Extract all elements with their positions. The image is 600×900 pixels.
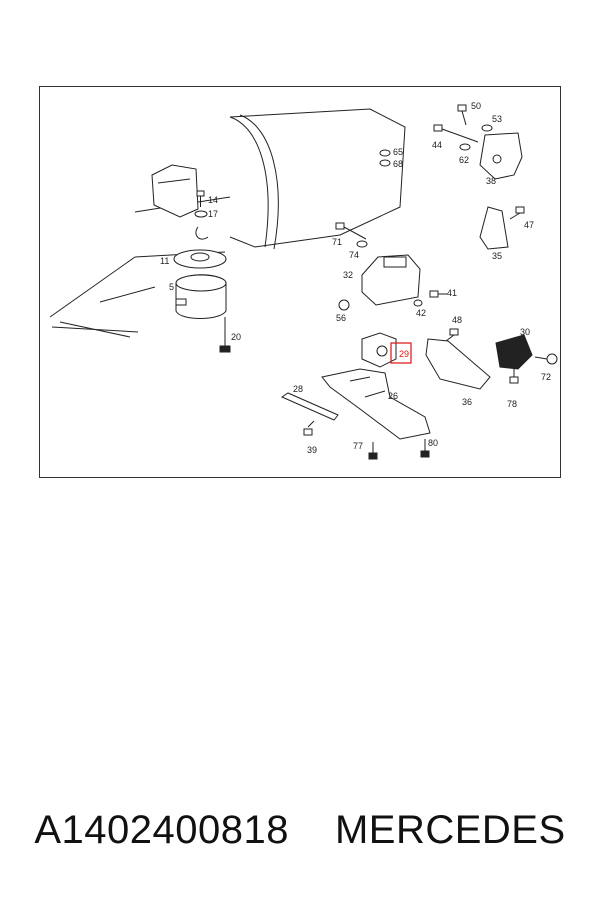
hook-clip [195, 226, 209, 240]
bolt-39 [303, 420, 315, 436]
nut-56 [338, 299, 350, 311]
bolt-47 [509, 206, 525, 220]
bolt-20 [219, 317, 231, 353]
crossmember-26 [321, 368, 431, 440]
callout-44: 44 [432, 140, 442, 150]
callout-38: 38 [486, 176, 496, 186]
washer-74 [356, 240, 368, 248]
callout-42: 42 [416, 308, 426, 318]
washer-62 [459, 143, 471, 151]
callout-65: 65 [393, 147, 403, 157]
callout-26: 26 [388, 391, 398, 401]
bolt-41 [429, 290, 448, 298]
callout-62: 62 [459, 155, 469, 165]
callout-77: 77 [353, 441, 363, 451]
callout-39: 39 [307, 445, 317, 455]
callout-32: 32 [343, 270, 353, 280]
exploded-view-drawing: 5 11 14 17 20 26 28 29 30 32 35 36 38 39… [49, 101, 558, 460]
support-rod-28 [280, 392, 339, 421]
bracket-38 [479, 132, 523, 180]
bolt-71 [335, 222, 367, 240]
bracket-36 [425, 338, 491, 390]
callout-11: 11 [160, 256, 169, 266]
mount-bracket-left [151, 164, 199, 218]
callout-30: 30 [520, 327, 530, 337]
bolt-80 [420, 439, 430, 458]
callout-72: 72 [541, 372, 551, 382]
callout-17: 17 [208, 209, 218, 219]
callout-47: 47 [524, 220, 534, 230]
bracket-35 [479, 206, 509, 250]
callout-14: 14 [208, 195, 218, 205]
callout-41: 41 [447, 288, 457, 298]
callout-35: 35 [492, 251, 502, 261]
callout-74: 74 [349, 250, 359, 260]
transmission-outline [49, 108, 406, 338]
part-number: A1402400818 [34, 807, 289, 852]
callout-80: 80 [428, 438, 438, 448]
callout-56: 56 [336, 313, 346, 323]
callout-5: 5 [169, 282, 174, 292]
mount-30 [495, 334, 533, 370]
washer-17 [194, 210, 208, 218]
mount-plate-11 [173, 249, 227, 269]
bolt-14 [196, 190, 205, 207]
product-caption: A1402400818 MERCEDES [0, 800, 600, 860]
brand-name: MERCEDES [334, 807, 566, 852]
bolt-50 [457, 104, 467, 126]
engine-mount-5 [175, 274, 227, 319]
highlight-box-29 [390, 342, 412, 364]
washer-53 [481, 124, 493, 132]
rubber-mount-29 [361, 332, 397, 368]
callout-28: 28 [293, 384, 303, 394]
callout-29: 29 [399, 349, 409, 359]
bolt-72 [534, 353, 558, 365]
washer-65 [379, 149, 391, 157]
callout-71: 71 [332, 237, 342, 247]
callout-68: 68 [393, 159, 403, 169]
mount-32 [361, 254, 421, 306]
callout-50: 50 [471, 101, 481, 111]
callout-20: 20 [231, 332, 241, 342]
washer-42 [413, 299, 423, 307]
callout-48: 48 [452, 315, 462, 325]
washer-68 [379, 159, 391, 167]
bolt-44 [433, 124, 479, 143]
bolt-77 [368, 442, 378, 460]
parts-diagram: 5 11 14 17 20 26 28 29 30 32 35 36 38 39… [39, 86, 561, 478]
bolt-78 [509, 369, 519, 384]
callout-53: 53 [492, 114, 502, 124]
callout-36: 36 [462, 397, 472, 407]
bolt-48 [445, 328, 459, 342]
callout-78: 78 [507, 399, 517, 409]
